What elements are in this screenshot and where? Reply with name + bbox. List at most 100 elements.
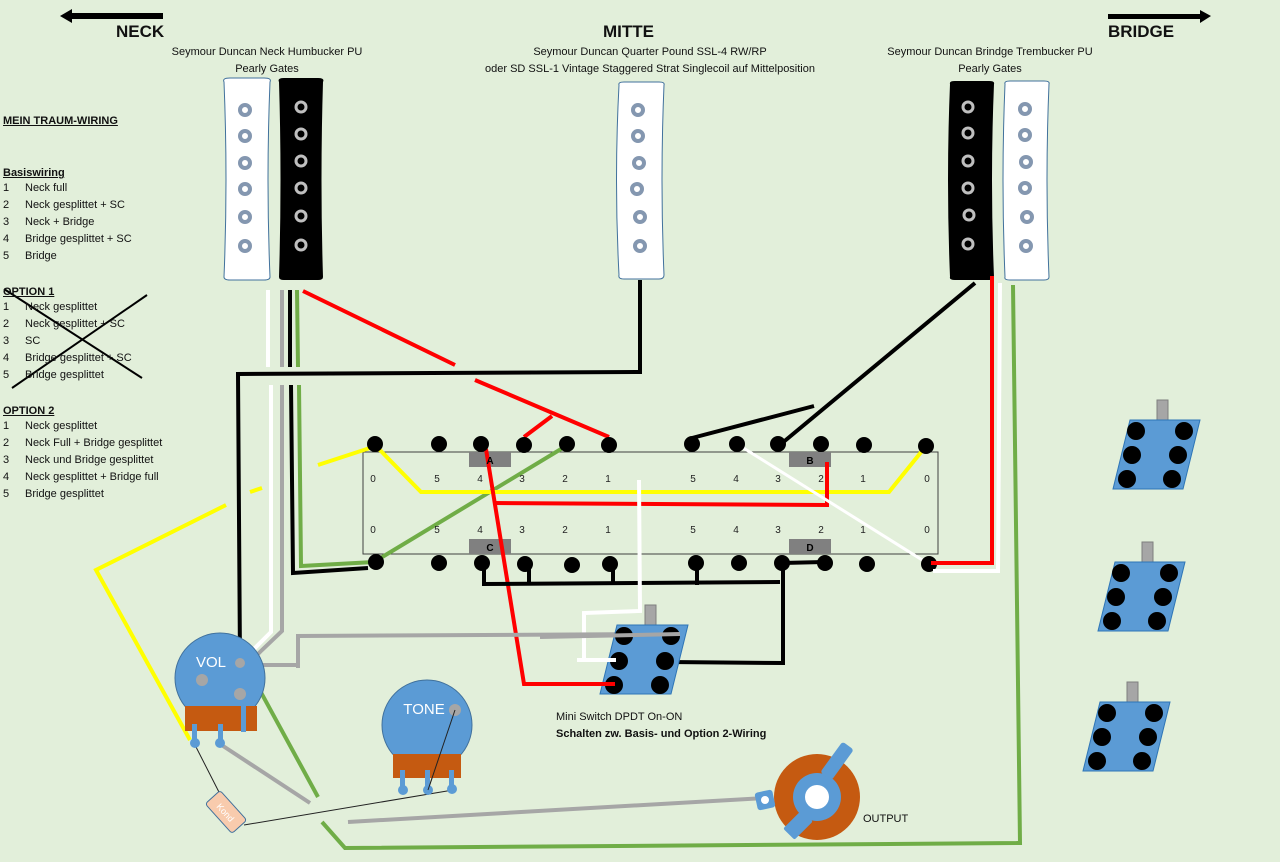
wire-yellow-to-vol [93,503,227,741]
wire-black-bus [482,565,781,587]
mini-switch-label: Mini Switch DPDT On-ON [556,711,683,723]
bridge-pickup-humbucker[interactable] [948,80,1050,281]
lug [859,556,875,572]
pos-label: 3 [519,474,525,485]
mini-switch-dpdt[interactable] [525,604,689,695]
pos-label: 1 [605,474,611,485]
output-label: OUTPUT [863,813,909,825]
pos-label: 1 [860,474,866,485]
lug [688,555,704,571]
wire-gray-to-mini [296,632,667,668]
wire-cap-b [243,789,454,826]
deck-a-tab [469,452,511,467]
wire-white-diag [736,442,936,570]
lug [918,438,934,454]
basis-title: Basiswiring [3,167,65,179]
pos-label: 3 [775,474,781,485]
lug [770,436,786,452]
lug [601,437,617,453]
selector-switch-5way[interactable] [362,451,939,555]
wire-neck-green-a [295,289,300,368]
pos-label: 5 [690,525,696,536]
lug [774,555,790,571]
wire-gray-vol-lug [218,742,312,805]
lug [516,437,532,453]
tone-pot[interactable]: TONE [381,679,473,795]
bridge-pickup-caption: Seymour Duncan Brindge Trembucker PU Pea… [870,44,1110,78]
pos-label: 0 [370,474,376,485]
pos-label: 0 [924,474,930,485]
deck-d-tab [789,539,831,554]
pos-label: 4 [477,525,483,536]
spare-mini-switch-3[interactable] [1082,681,1171,772]
wire-yellow-main [317,443,928,494]
pos-label: 2 [818,525,824,536]
middle-pickup-alt: oder SD SSL-1 Vintage Staggered Strat Si… [485,63,815,75]
middle-pickup-model: Seymour Duncan Quarter Pound SSL-4 RW/RP [533,46,767,58]
pos-label: 0 [370,525,376,536]
lug [431,436,447,452]
lug [856,437,872,453]
selector-lugs [367,436,937,573]
pos-label: 5 [434,474,440,485]
legend-title: MEIN TRAUM-WIRING [3,115,118,127]
wire-neck-black-b [289,384,369,576]
deck-b-tab [789,452,831,467]
lug [517,556,533,572]
deck-label-a: A [486,456,493,467]
wire-neck-gray-b [242,385,284,670]
mini-switch-description: Schalten zw. Basis- und Option 2-Wiring [556,728,767,740]
capacitor: Kond [205,791,247,833]
output-jack[interactable] [754,742,860,840]
wire-neck-red-c [522,414,554,439]
neck-pickup-humbucker[interactable] [223,77,324,281]
tone-label: TONE [403,701,444,718]
wire-red-deck [492,462,829,508]
pos-label: 2 [562,525,568,536]
pos-label: 4 [477,474,483,485]
option1-title: OPTION 1 [3,286,55,298]
volume-pot[interactable]: VOL [174,632,266,748]
pos-label: 4 [733,525,739,536]
pos-label: 3 [519,525,525,536]
lug [564,557,580,573]
deck-label-c: C [486,543,493,554]
bridge-pickup-name: Pearly Gates [958,63,1022,75]
lug [559,436,575,452]
lug [474,555,490,571]
vol-label: VOL [196,654,226,671]
wire-neck-red-b [474,378,610,439]
wire-neck-red-a [302,289,456,367]
bridge-heading: BRIDGE [1108,22,1175,41]
pos-label: 3 [775,525,781,536]
wire-neck-white-b [239,385,273,664]
middle-pickup-singlecoil[interactable] [616,81,665,280]
lug [367,436,383,452]
wire-middle-black [235,280,642,663]
lug [813,436,829,452]
middle-heading: MITTE [603,22,654,41]
spare-mini-switch-1[interactable] [1112,399,1201,490]
wire-yellow-dash [249,486,263,494]
pos-label: 4 [733,474,739,485]
wire-bridge-red [931,276,994,565]
lug [473,436,489,452]
neck-pickup-model: Seymour Duncan Neck Humbucker PU [171,46,363,58]
wire-gray-output [347,796,766,824]
spare-mini-switch-2[interactable] [1097,541,1186,632]
bridge-pickup-model: Seymour Duncan Brindge Trembucker PU [887,46,1093,58]
